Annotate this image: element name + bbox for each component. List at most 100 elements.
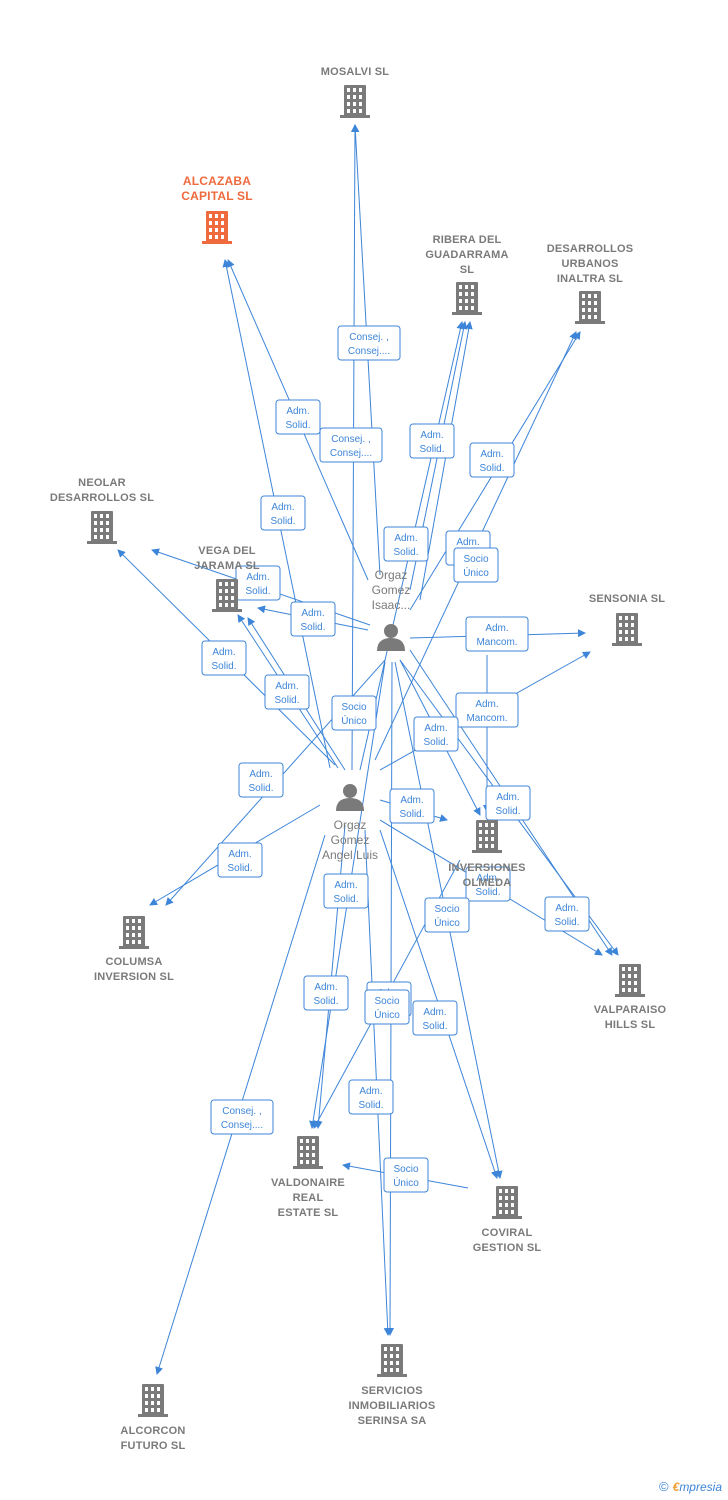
brand-logo[interactable]: €mpresia <box>673 1480 722 1494</box>
building-window <box>209 221 212 225</box>
building-window <box>306 1146 309 1150</box>
edge-label-text: Solid. <box>333 894 358 905</box>
edge-label-box <box>323 873 369 909</box>
building-window <box>145 1394 148 1398</box>
building-window <box>471 306 474 310</box>
building-window <box>465 299 468 303</box>
edge-label-l31[interactable]: Consej. ,Consej.... <box>210 1099 274 1135</box>
building-icon <box>472 820 502 853</box>
building-window <box>157 1394 160 1398</box>
building-window <box>634 974 637 978</box>
edge-label-text: Consej.... <box>221 1120 263 1131</box>
edge-label-l21[interactable]: Adm.Solid. <box>217 842 263 878</box>
edge-label-text: Solid. <box>475 887 500 898</box>
node-sensonia[interactable]: SENSONIA SL <box>589 593 665 646</box>
building-window <box>347 95 350 99</box>
edge-label-text: Único <box>434 916 460 929</box>
building-window <box>384 1347 387 1351</box>
edge-label-text: Adm. <box>246 572 269 583</box>
building-window <box>209 214 212 218</box>
edge-label-l10[interactable]: Adm.Solid. <box>235 565 281 601</box>
edge-label-l19[interactable]: Adm.Solid. <box>389 788 435 824</box>
edge-label-l1[interactable]: Consej. ,Consej.... <box>337 325 401 361</box>
building-window <box>306 1160 309 1164</box>
edge-label-box <box>201 640 247 676</box>
building-window <box>471 292 474 296</box>
node-mosalvi[interactable]: MOSALVI SL <box>321 66 389 118</box>
edge-label-box <box>210 1099 274 1135</box>
building-window <box>588 294 591 298</box>
edge-label-box <box>337 325 401 361</box>
edge-label-l23[interactable]: Adm.Solid. <box>465 866 511 902</box>
edge-label-l29[interactable]: Adm.Solid. <box>412 1000 458 1036</box>
edge-label-text: Adm. <box>249 769 272 780</box>
building-window <box>225 589 228 593</box>
building-window <box>594 308 597 312</box>
building-window <box>145 1387 148 1391</box>
edge-label-l20[interactable]: Adm.Solid. <box>485 785 531 821</box>
building-window <box>588 308 591 312</box>
edge-label-l18[interactable]: Adm.Solid. <box>238 762 284 798</box>
edge-label-l2[interactable]: Adm.Solid. <box>275 399 321 435</box>
edge-label-text: Adm. <box>301 608 324 619</box>
building-window <box>312 1153 315 1157</box>
edge-label-l25[interactable]: Adm.Solid. <box>544 896 590 932</box>
node-label: SERVICIOS <box>361 1385 423 1397</box>
building-window <box>465 285 468 289</box>
node-label: MOSALVI SL <box>321 66 389 78</box>
edge-label-box <box>424 897 470 933</box>
edge-label-l16[interactable]: Adm.Mancom. <box>455 692 519 728</box>
edge-label-l30[interactable]: Adm.Solid. <box>348 1079 394 1115</box>
building-icon <box>575 291 605 324</box>
edge-label-text: Solid. <box>419 444 444 455</box>
edge-label-l14[interactable]: Adm.Solid. <box>264 674 310 710</box>
building-window <box>151 1401 154 1405</box>
edge-label-l12[interactable]: Adm.Mancom. <box>465 616 529 652</box>
building-window <box>588 301 591 305</box>
brand-logo-text: mpresia <box>679 1479 722 1494</box>
edge-label-l17[interactable]: Adm.Solid. <box>413 716 459 752</box>
edge-label-l26[interactable]: Adm.Solid. <box>303 975 349 1011</box>
edge-label-l3[interactable]: Consej. ,Consej.... <box>319 427 383 463</box>
edge-label-text: Adm. <box>275 681 298 692</box>
person-icon <box>377 624 405 651</box>
edge-label-l13[interactable]: Adm.Solid. <box>201 640 247 676</box>
building-window <box>390 1368 393 1372</box>
building-window <box>132 933 135 937</box>
edge-label-l4[interactable]: Adm.Solid. <box>260 495 306 531</box>
edge-label-box <box>465 866 511 902</box>
edge-label-l7[interactable]: Adm.Solid. <box>383 526 429 562</box>
edge-label-text: Único <box>341 714 367 727</box>
building-window <box>157 1401 160 1405</box>
copyright-icon: © <box>659 1479 669 1494</box>
edge-label-l5[interactable]: Adm.Solid. <box>409 423 455 459</box>
edge-label-l22[interactable]: Adm.Solid. <box>323 873 369 909</box>
edge-label-l6[interactable]: Adm.Solid. <box>469 442 515 478</box>
node-isaac[interactable]: OrgazGomezIsaac... <box>372 568 411 651</box>
building-icon <box>492 1186 522 1219</box>
edge-label-text: Socio <box>374 996 399 1007</box>
building-window <box>622 988 625 992</box>
building-window <box>619 623 622 627</box>
edge-label-l11[interactable]: Adm.Solid. <box>290 601 336 637</box>
building-window <box>634 988 637 992</box>
